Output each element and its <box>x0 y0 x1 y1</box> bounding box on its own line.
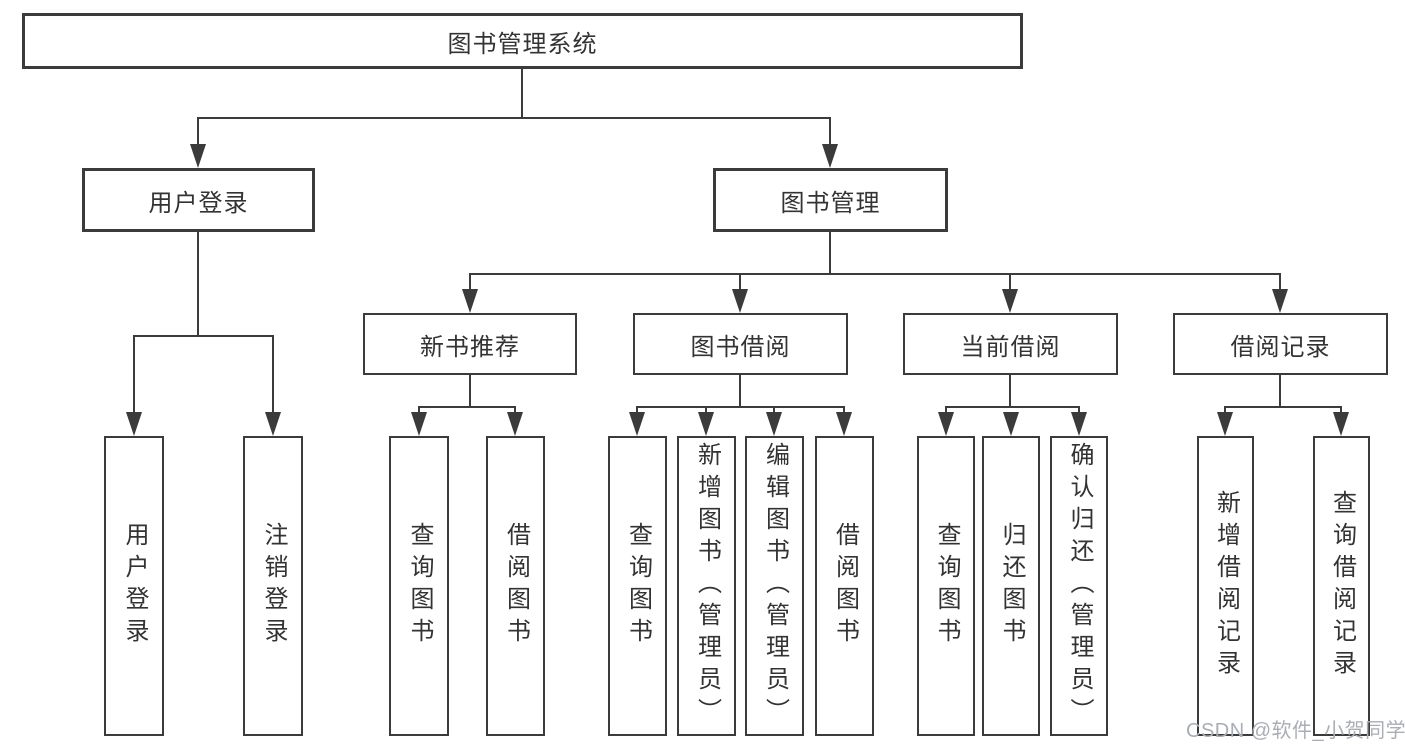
watermark: CSDN @软件_小贺同学 <box>1186 720 1405 742</box>
node-borrowing-records: 借阅记录 <box>1173 313 1388 375</box>
leaf-label: 注销登录 <box>260 522 287 650</box>
arrow-down-icon <box>462 289 478 313</box>
node-label: 图书管理 <box>780 189 881 217</box>
node-label: 用户登录 <box>148 189 249 217</box>
node-label: 图书管理系统 <box>447 30 598 58</box>
connector-line <box>705 406 707 415</box>
connector-line <box>1009 375 1011 408</box>
node-label: 当前借阅 <box>960 333 1061 361</box>
leaf-query-borrow-record: 查询借阅记录 <box>1313 436 1370 736</box>
leaf-label: 查询图书 <box>406 522 433 650</box>
node-book-borrowing: 图书借阅 <box>633 313 848 375</box>
arrow-down-icon <box>1002 289 1018 313</box>
connector-line <box>1224 406 1342 408</box>
connector-line <box>829 117 831 146</box>
leaf-borrow-books-recommend: 借阅图书 <box>486 436 545 736</box>
arrow-down-icon <box>265 412 281 436</box>
leaf-label: 确认归还（管理员） <box>1066 442 1093 730</box>
connector-line <box>843 406 845 415</box>
connector-line <box>945 406 1080 408</box>
leaf-label: 借阅图书 <box>831 522 859 650</box>
connector-line <box>469 375 471 408</box>
connector-line <box>469 273 1281 275</box>
connector-line <box>739 375 741 408</box>
connector-line <box>197 232 199 337</box>
arrow-down-icon <box>190 144 206 168</box>
leaf-borrow-books: 借阅图书 <box>815 436 874 736</box>
leaf-return-books: 归还图书 <box>982 436 1040 736</box>
connector-line <box>945 406 947 415</box>
arrow-down-icon <box>1333 412 1349 436</box>
connector-line <box>739 273 741 290</box>
connector-line <box>636 406 845 408</box>
arrow-down-icon <box>732 289 748 313</box>
leaf-logout: 注销登录 <box>243 436 303 736</box>
arrow-down-icon <box>126 412 142 436</box>
leaf-query-books-borrowing: 查询图书 <box>608 436 667 736</box>
leaf-query-books-current: 查询图书 <box>917 436 975 736</box>
node-label: 新书推荐 <box>420 333 520 361</box>
leaf-confirm-return-admin: 确认归还（管理员） <box>1050 436 1108 736</box>
leaf-label: 借阅图书 <box>502 522 530 650</box>
node-new-book-recommend: 新书推荐 <box>363 313 577 375</box>
leaf-label: 新增图书（管理员） <box>693 442 721 730</box>
arrow-down-icon <box>1071 412 1087 436</box>
arrow-down-icon <box>822 144 838 168</box>
node-user-login: 用户登录 <box>82 168 315 232</box>
connector-line <box>133 335 135 413</box>
connector-line <box>418 406 516 408</box>
arrow-down-icon <box>629 412 645 436</box>
node-label: 借阅记录 <box>1230 333 1331 361</box>
arrow-down-icon <box>1272 289 1288 313</box>
leaf-label: 用户登录 <box>121 522 148 650</box>
connector-line <box>1078 406 1080 415</box>
arrow-down-icon <box>1217 412 1233 436</box>
leaf-label: 查询图书 <box>933 522 960 650</box>
connector-line <box>133 335 274 337</box>
arrow-down-icon <box>698 412 714 436</box>
leaf-add-borrow-record: 新增借阅记录 <box>1197 436 1254 736</box>
arrow-down-icon <box>766 412 782 436</box>
connector-line <box>1009 273 1011 290</box>
arrow-down-icon <box>836 412 852 436</box>
arrow-down-icon <box>1003 412 1019 436</box>
leaf-add-book-admin: 新增图书（管理员） <box>677 436 736 736</box>
node-library-system: 图书管理系统 <box>22 13 1023 69</box>
connector-line <box>1279 273 1281 290</box>
connector-line <box>514 406 516 415</box>
connector-line <box>469 273 471 290</box>
arrow-down-icon <box>507 412 523 436</box>
arrow-down-icon <box>411 412 427 436</box>
connector-line <box>418 406 420 415</box>
leaf-label: 查询图书 <box>624 522 652 650</box>
node-book-management: 图书管理 <box>713 168 948 232</box>
leaf-label: 新增借阅记录 <box>1212 490 1240 682</box>
connector-line <box>773 406 775 415</box>
connector-line <box>1279 375 1281 408</box>
connector-line <box>1224 406 1226 415</box>
connector-line <box>272 335 274 413</box>
connector-line <box>197 117 831 119</box>
leaf-label: 编辑图书（管理员） <box>761 442 789 730</box>
leaf-label: 查询借阅记录 <box>1328 490 1356 682</box>
leaf-edit-book-admin: 编辑图书（管理员） <box>745 436 804 736</box>
connector-line <box>636 406 638 415</box>
connector-line <box>1340 406 1342 415</box>
node-current-borrowing: 当前借阅 <box>903 313 1118 375</box>
leaf-query-books-recommend: 查询图书 <box>389 436 449 736</box>
connector-line <box>197 117 199 146</box>
connector-line <box>829 232 831 275</box>
leaf-user-login: 用户登录 <box>104 436 164 736</box>
node-label: 图书借阅 <box>690 333 791 361</box>
arrow-down-icon <box>938 412 954 436</box>
connector-line <box>521 69 523 118</box>
leaf-label: 归还图书 <box>998 522 1025 650</box>
